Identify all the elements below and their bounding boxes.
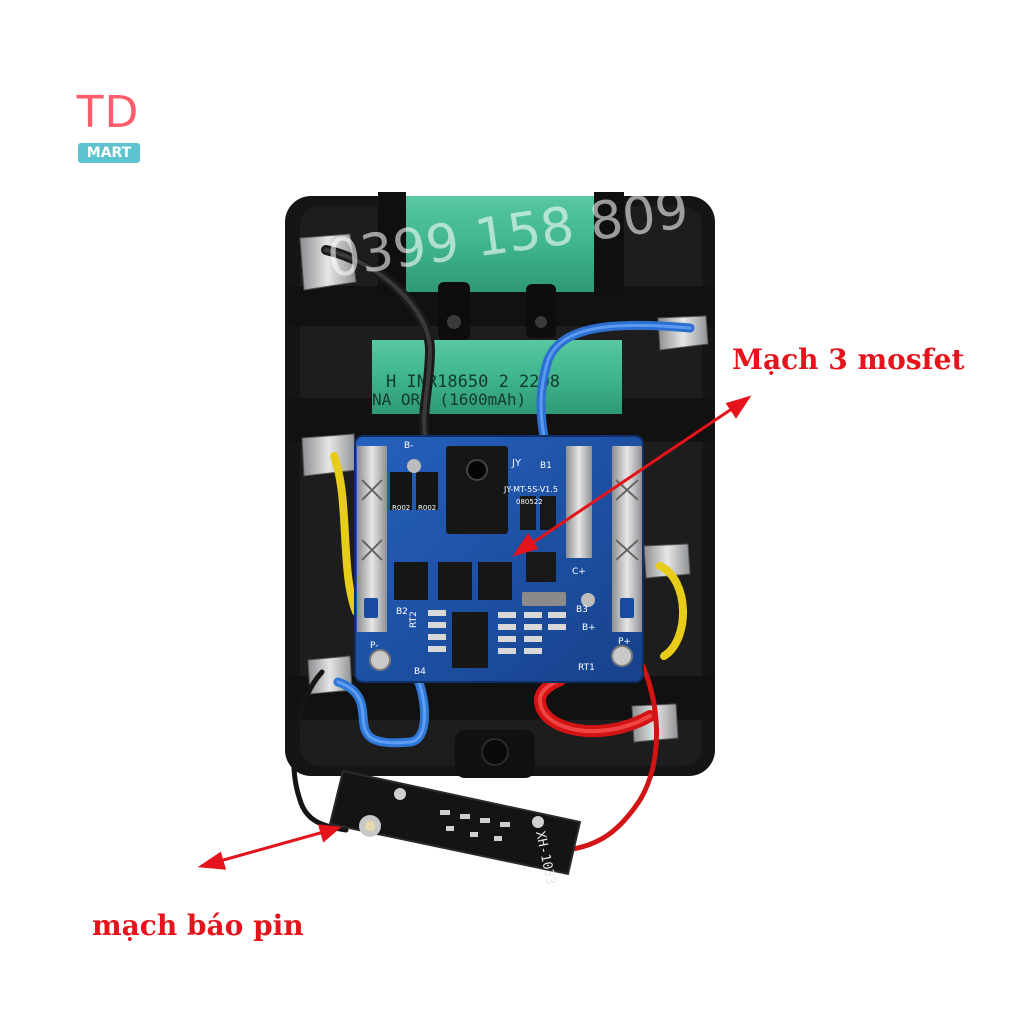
pcb-code: 080522 — [516, 498, 543, 506]
pad-b-plus: B+ — [582, 623, 596, 633]
indicator-arrow-head-end — [317, 824, 342, 843]
mosfet-arrow-head-start — [512, 533, 539, 557]
mosfet-arrow-head-end — [725, 395, 752, 419]
bms-pcb: R002 R002 — [354, 435, 644, 683]
pad-p-plus: P+ — [618, 637, 631, 647]
pad-b2: B2 — [396, 607, 408, 617]
logo-bottom-text: MART — [78, 143, 140, 163]
cell-print-line2: NA ORA (1600mAh) — [372, 390, 526, 409]
shunt-label-2: R002 — [418, 504, 436, 512]
nickel-tabs — [299, 233, 709, 743]
wires — [291, 245, 695, 853]
logo-top-text: TD — [76, 87, 140, 138]
pad-b-minus: B- — [404, 441, 413, 451]
indicator-arrow-head-start — [197, 851, 227, 870]
shunt-label-1: R002 — [392, 504, 410, 512]
middle-cell: H INR18650 2 2208 NA ORA (1600mAh) — [372, 340, 622, 414]
pad-c-plus: C+ — [572, 567, 586, 577]
pad-p-minus: P- — [370, 641, 378, 651]
mosfet-circuit-label: Mạch 3 mosfet — [732, 343, 965, 376]
indicator-board: XH-1033 — [328, 769, 582, 886]
indicator-arrow — [201, 826, 339, 868]
pcb-brand: JY — [511, 458, 522, 469]
pad-b3: B3 — [576, 605, 588, 615]
td-mart-logo: TD MART — [68, 91, 148, 169]
pad-b4: B4 — [414, 667, 426, 677]
battery-indicator-label: mạch báo pin — [92, 909, 304, 942]
pcb-model: JY-MT-5S-V1.5 — [503, 485, 558, 494]
pad-rt2: RT2 — [409, 611, 419, 628]
pad-rt1: RT1 — [578, 663, 595, 673]
pad-b1: B1 — [540, 461, 552, 471]
mosfet-arrow — [515, 396, 749, 556]
